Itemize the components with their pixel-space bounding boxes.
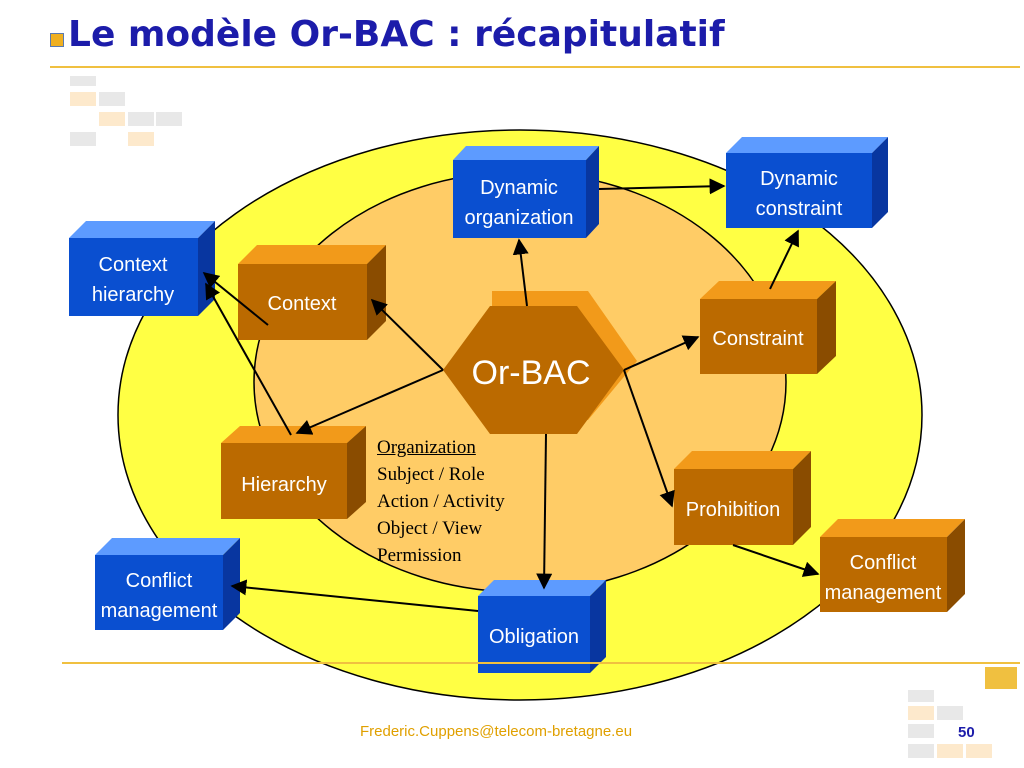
title-bullet-icon (50, 33, 64, 47)
dynamic-constraint-line1: Dynamic (760, 168, 838, 190)
orbac-concepts-list: Organization Subject / Role Action / Act… (377, 434, 505, 569)
dynamic-organization-line2: organization (465, 207, 574, 229)
conflict-management-left-line1: Conflict (126, 570, 193, 592)
note-object-view: Object / View (377, 518, 483, 539)
arrow-orbac-to-prohibition (623, 369, 675, 508)
dynamic-constraint-box: Dynamic constraint (726, 137, 888, 228)
arrow-prohibition-to-conflict-right (732, 544, 820, 577)
slide-title: Le modèle Or-BAC : récapitulatif (68, 14, 725, 55)
arrow-orbac-to-constraint (623, 335, 700, 371)
hierarchy-box: Hierarchy (221, 426, 366, 519)
conflict-management-right-box: Conflict management (820, 519, 965, 612)
arrow-constraint-to-dynamic-constraint (769, 229, 799, 290)
dynamic-constraint-line2: constraint (756, 198, 843, 220)
arrow-hierarchy-to-context-hierarchy (205, 282, 292, 436)
arrow-orbac-to-dynamic-organization (512, 238, 529, 307)
context-hierarchy-line2: hierarchy (92, 284, 174, 306)
note-subject-role: Subject / Role (377, 464, 485, 485)
context-hierarchy-box: Context hierarchy (69, 221, 215, 316)
title-divider (50, 66, 1020, 68)
conflict-management-left-line2: management (101, 600, 218, 622)
conflict-management-right-line1: Conflict (850, 552, 917, 574)
hierarchy-label: Hierarchy (241, 474, 327, 496)
orbac-label: Or-BAC (472, 354, 591, 392)
footer-divider (62, 662, 1020, 664)
obligation-box: Obligation (478, 580, 606, 673)
dynamic-organization-box: Dynamic organization (453, 146, 599, 238)
arrows (202, 178, 820, 612)
constraint-label: Constraint (712, 328, 804, 350)
dynamic-organization-line1: Dynamic (480, 177, 558, 199)
arrow-orbac-to-obligation (536, 433, 553, 590)
prohibition-box: Prohibition (674, 451, 811, 545)
orbac-center-hexagon: Or-BAC (443, 291, 637, 434)
arrow-obligation-to-conflict-left (230, 579, 479, 612)
footer-email: Frederic.Cuppens@telecom-bretagne.eu (360, 723, 633, 740)
note-organization: Organization (377, 437, 476, 458)
note-action-activity: Action / Activity (377, 491, 505, 512)
arrow-dynamic-organization-to-dynamic-constraint (598, 178, 726, 195)
page-number: 50 (958, 724, 975, 741)
arrow-context-to-context-hierarchy (202, 271, 269, 326)
prohibition-label: Prohibition (686, 499, 781, 521)
arrow-orbac-to-context (370, 298, 444, 371)
arrow-orbac-to-hierarchy (295, 369, 444, 435)
constraint-box: Constraint (700, 281, 836, 374)
obligation-label: Obligation (489, 626, 579, 648)
conflict-management-right-line2: management (825, 582, 942, 604)
note-permission: Permission (377, 545, 462, 566)
context-box: Context (238, 245, 386, 340)
conflict-management-left-box: Conflict management (95, 538, 240, 630)
context-label: Context (268, 293, 337, 315)
context-hierarchy-line1: Context (99, 254, 168, 276)
